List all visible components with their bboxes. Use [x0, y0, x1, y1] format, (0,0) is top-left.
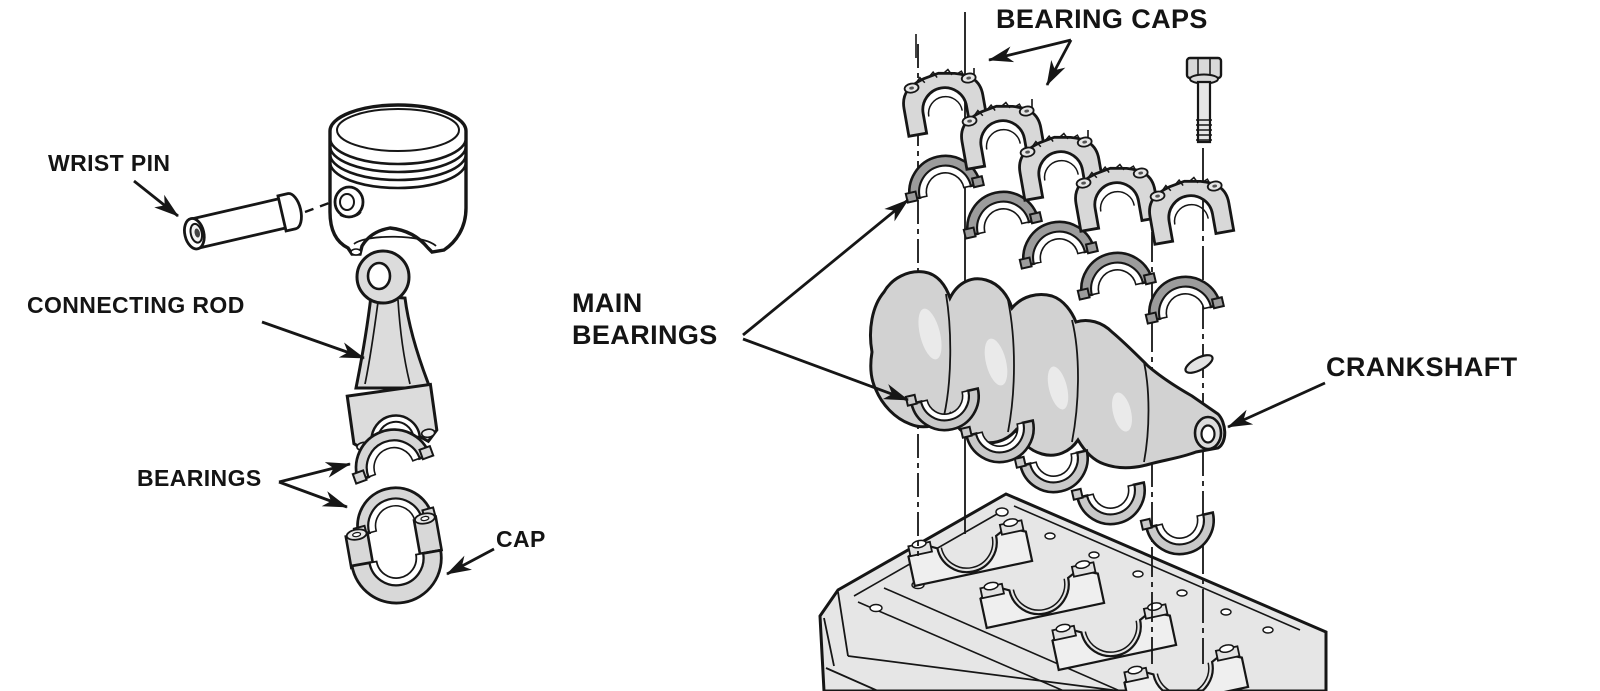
wrist-pin-label: WRIST PIN — [48, 150, 171, 176]
connecting-rod-label: CONNECTING ROD — [27, 292, 245, 318]
bearing-caps-label: BEARING CAPS — [996, 4, 1208, 34]
cap-label: CAP — [496, 526, 546, 552]
crankshaft-assembly — [818, 12, 1328, 691]
piston-rod-assembly — [183, 103, 468, 605]
crank-key — [1184, 354, 1214, 374]
bearing-caps-arrow-1 — [988, 38, 1072, 63]
crank-nose-bore — [1200, 424, 1216, 444]
bearings-label: BEARINGS — [137, 465, 262, 491]
crankshaft-arrow — [1227, 381, 1326, 429]
main-bearings-label: MAIN BEARINGS — [572, 288, 718, 350]
piston — [328, 103, 468, 256]
bearing-caps-row — [897, 62, 1236, 246]
bearing-cap-5 — [1143, 170, 1236, 246]
bearings-arrow-lower — [278, 480, 348, 509]
connecting-rod — [345, 249, 439, 453]
crankshaft — [869, 270, 1227, 470]
cap-arrow — [446, 547, 495, 576]
wrist-pin-arrow — [133, 179, 179, 218]
main-bearings-arrow-lower — [742, 337, 909, 402]
lower-main-bearing-4 — [1070, 473, 1153, 534]
rod-cap — [344, 512, 444, 605]
crank-highlights — [918, 308, 1132, 432]
bearings-arrow-upper — [278, 462, 351, 484]
cap-bolt — [1185, 56, 1223, 144]
engine-block — [818, 492, 1328, 691]
piston-ring-grooves — [328, 137, 468, 190]
main-bearings-arrow-upper — [742, 198, 909, 337]
pin-axis-dashed-line — [304, 197, 341, 214]
crankshaft-label: CRANKSHAFT — [1326, 352, 1518, 382]
bearing-caps-arrow-2 — [1045, 39, 1073, 86]
wrist-pin — [183, 192, 303, 251]
connecting-rod-arrow — [261, 320, 365, 360]
callout-arrows — [133, 38, 1326, 576]
